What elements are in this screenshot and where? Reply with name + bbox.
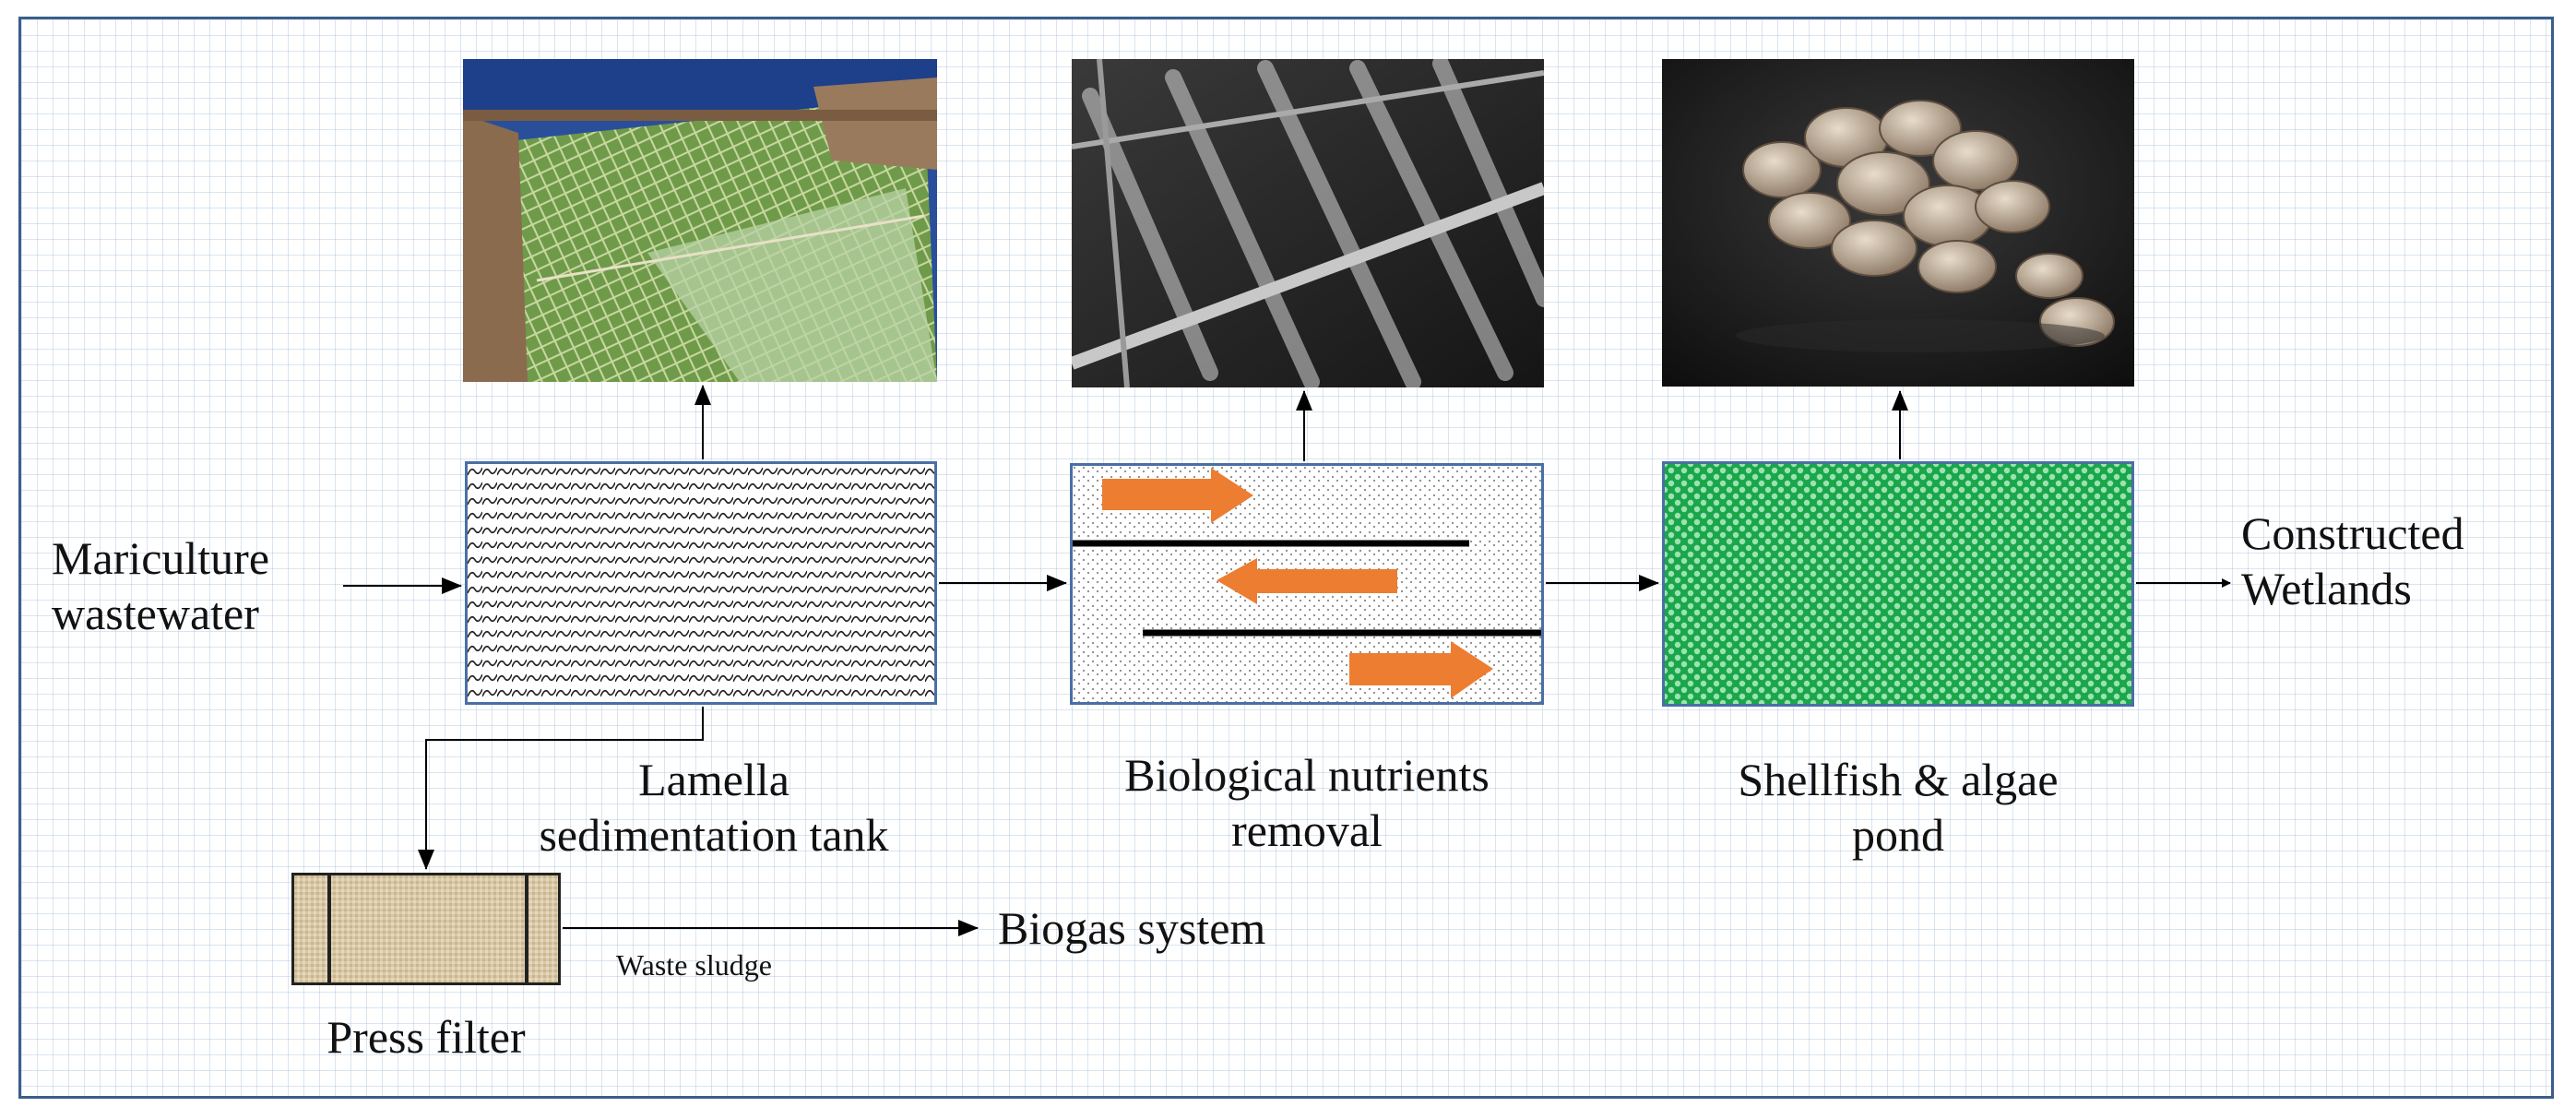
biological-label: Biological nutrients removal [1070, 747, 1544, 858]
waste-sludge-label: Waste sludge [616, 948, 772, 982]
clams-photo [1662, 59, 2134, 387]
biofilm-photo [1072, 59, 1544, 387]
lamella-tank-photo [463, 59, 937, 382]
lamella-tank-box [465, 461, 937, 705]
shellfish-label-line1: Shellfish & algae [1738, 754, 2059, 805]
press-filter-label: Press filter [326, 1011, 526, 1063]
lamella-label: Lamella sedimentation tank [529, 752, 898, 863]
biogas-label: Biogas system [998, 902, 1266, 954]
biological-label-line2: removal [1231, 804, 1383, 856]
wetlands-label-line2: Wetlands [2241, 563, 2412, 614]
biological-removal-box [1070, 463, 1544, 705]
shellfish-label-line2: pond [1852, 809, 1944, 861]
input-label-line2: wastewater [52, 588, 259, 639]
flow-arrow-left-middle [1217, 558, 1397, 604]
lamella-label-line1: Lamella [638, 754, 789, 805]
input-label-line1: Mariculture [52, 532, 270, 584]
lamella-label-line2: sedimentation tank [539, 809, 889, 861]
input-label: Mariculture wastewater [52, 530, 328, 641]
shellfish-label: Shellfish & algae pond [1662, 752, 2134, 863]
flow-arrow-right-top [1102, 468, 1253, 523]
flow-arrow-right-bottom [1349, 641, 1493, 698]
shellfish-pond-box [1662, 461, 2134, 707]
press-filter-box [291, 873, 561, 985]
biological-label-line1: Biological nutrients [1124, 749, 1490, 801]
wetlands-label-line1: Constructed [2241, 507, 2464, 559]
wetlands-label: Constructed Wetlands [2241, 506, 2536, 616]
